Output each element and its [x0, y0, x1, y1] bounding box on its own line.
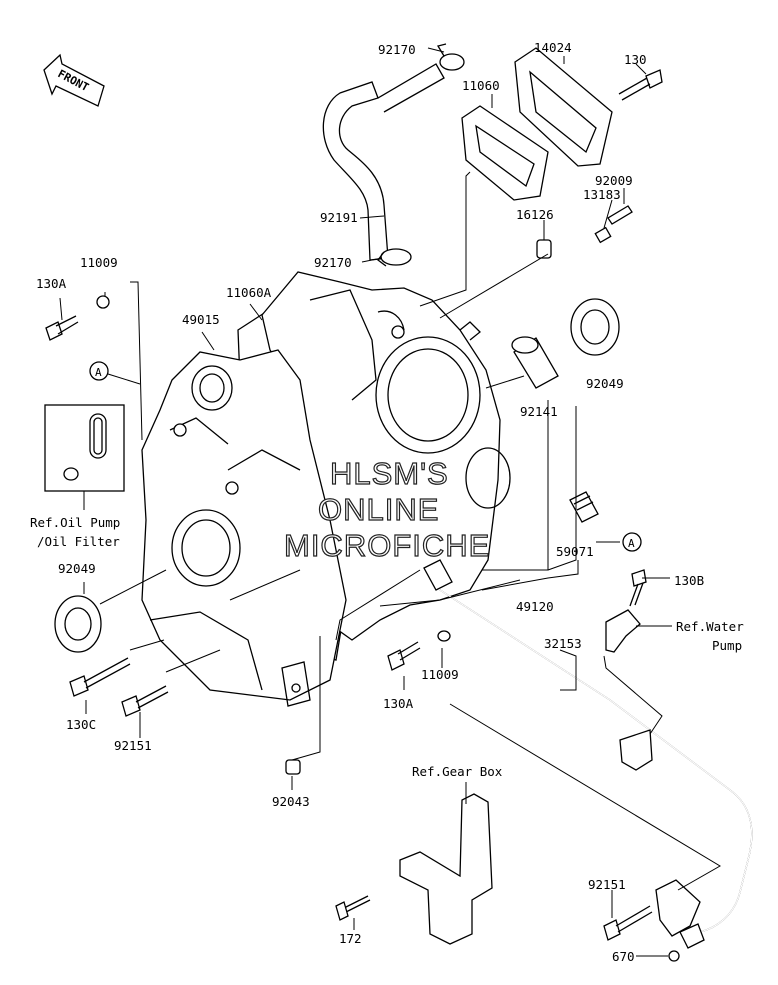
watermark-line-1: HLSM'S — [330, 456, 449, 491]
label-92049-left: 92049 — [58, 561, 96, 576]
washer-11009-mid — [437, 630, 451, 642]
part-labels: 92170 14024 130 11060 92009 13183 16126 … — [30, 40, 744, 964]
crankcase-cover — [141, 349, 347, 707]
label-49015: 49015 — [182, 312, 220, 327]
label-14024: 14024 — [534, 40, 572, 55]
dowel-92043 — [285, 759, 301, 775]
label-130c: 130C — [66, 717, 96, 732]
breather-cover — [514, 47, 613, 167]
washer-11009-top — [96, 295, 110, 309]
label-92141: 92141 — [520, 404, 558, 419]
breather-gasket — [461, 105, 549, 201]
label-92043: 92043 — [272, 794, 310, 809]
bolt-130b — [629, 569, 647, 607]
label-92009: 92009 — [595, 173, 633, 188]
watermark-line-2: ONLINE — [318, 492, 439, 527]
bolt-92151-right — [603, 905, 653, 941]
bushing-92141 — [511, 336, 559, 389]
callout-a-left: A — [89, 361, 109, 381]
breather-hose — [322, 81, 389, 261]
label-130: 130 — [624, 52, 647, 67]
label-130a-top: 130A — [36, 276, 67, 291]
label-11009-mid: 11009 — [421, 667, 459, 682]
label-92191: 92191 — [320, 210, 358, 225]
stud-172 — [335, 895, 371, 921]
label-130a-mid: 130A — [383, 696, 414, 711]
hose-clamp-top — [436, 43, 465, 71]
gearbox-bracket — [399, 793, 493, 945]
label-49120: 49120 — [516, 599, 554, 614]
label-172: 172 — [339, 931, 362, 946]
label-11060a: 11060A — [226, 285, 272, 300]
crankcase-body — [261, 271, 511, 641]
bolt-130c — [69, 657, 131, 697]
label-32153: 32153 — [544, 636, 582, 651]
bolt-92151-left — [121, 685, 169, 717]
label-11060: 11060 — [462, 78, 500, 93]
label-ref-gear-box: Ref.Gear Box — [412, 764, 503, 779]
label-ref-oil-pump-2: /Oil Filter — [37, 534, 120, 549]
watermark-line-3: MICROFICHE — [284, 528, 490, 563]
hose-clamp-mid — [377, 248, 412, 267]
water-pump-bracket — [605, 609, 641, 653]
plug-59071 — [569, 491, 599, 523]
pin-13183 — [594, 226, 612, 244]
label-92170-mid: 92170 — [314, 255, 352, 270]
bolt-130a-mid — [387, 641, 421, 671]
callout-a-right: A — [622, 532, 642, 552]
callout-a-right-text: A — [628, 537, 635, 550]
label-670: 670 — [612, 949, 635, 964]
oring-670 — [668, 950, 680, 962]
label-ref-water-2: Pump — [712, 638, 742, 653]
label-92151-left: 92151 — [114, 738, 152, 753]
label-ref-oil-pump-1: Ref.Oil Pump — [30, 515, 120, 530]
bolt-130a-left — [45, 315, 79, 341]
front-arrow-icon: FRONT — [43, 53, 105, 107]
label-11009-top: 11009 — [80, 255, 118, 270]
label-13183: 13183 — [583, 187, 621, 202]
screw-92009 — [607, 205, 633, 225]
dowel-crankcase — [423, 559, 453, 591]
label-ref-water-1: Ref.Water — [676, 619, 744, 634]
bolt-130 — [618, 69, 663, 101]
label-92170-top: 92170 — [378, 42, 416, 57]
oil-seal-left — [54, 595, 102, 653]
label-59071: 59071 — [556, 544, 594, 559]
callout-a-left-text: A — [95, 366, 102, 379]
label-130b: 130B — [674, 573, 704, 588]
label-92049-right: 92049 — [586, 376, 624, 391]
parts-drawing — [44, 43, 753, 962]
dowel-16126 — [536, 239, 552, 259]
label-92151-right: 92151 — [588, 877, 626, 892]
oil-seal-right — [570, 298, 620, 356]
watermark: HLSM'S ONLINE MICROFICHE — [283, 455, 490, 563]
label-16126: 16126 — [516, 207, 554, 222]
oil-filter-oring-box — [44, 404, 125, 492]
